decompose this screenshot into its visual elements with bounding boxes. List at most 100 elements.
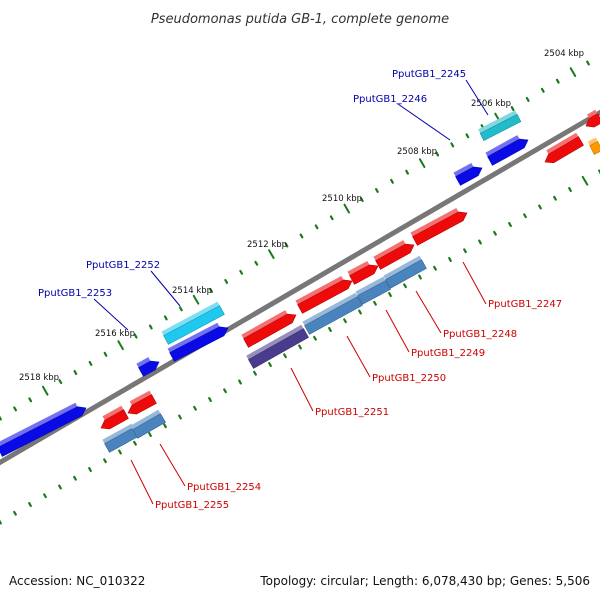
outer-tick <box>88 360 93 366</box>
inner-tick <box>523 213 527 219</box>
gene-label-2248[interactable]: PputGB1_2248 <box>443 329 517 340</box>
leader-line-8 <box>290 367 314 412</box>
inner-tick <box>163 423 167 429</box>
inner-tick <box>43 493 47 499</box>
inner-tick <box>88 467 92 472</box>
inner-tick <box>448 257 452 262</box>
gene-2248[interactable] <box>383 255 427 289</box>
outer-tick <box>58 379 63 385</box>
inner-tick <box>328 327 332 332</box>
cds-edge-orange-front-face <box>589 141 600 155</box>
inner-tick <box>268 362 272 367</box>
cds-edge-red-2-front-face <box>585 113 600 128</box>
cds-2254[interactable] <box>127 390 157 415</box>
cds-2246[interactable] <box>453 163 483 186</box>
inner-tick <box>13 510 17 516</box>
inner-tick <box>493 230 497 236</box>
cds-2247[interactable] <box>410 208 468 246</box>
gene-2245-top-face <box>478 110 518 134</box>
cds-edge-red-front-face <box>544 136 584 164</box>
gene-2252[interactable] <box>161 301 225 345</box>
inner-tick <box>463 248 467 254</box>
cds-2255[interactable] <box>100 405 129 430</box>
outer-tick <box>179 306 183 312</box>
cds-2249[interactable] <box>347 261 379 285</box>
tick-labels: 2504 kbp 2506 kbp 2508 kbp 2510 kbp 2512… <box>19 49 584 383</box>
gene-label-2252[interactable]: PputGB1_2252 <box>86 260 160 271</box>
cds-2251-front-face <box>243 313 297 348</box>
inner-tick <box>388 292 392 297</box>
outer-tick <box>510 105 515 112</box>
cds-2254-top-face <box>129 390 152 406</box>
gene-2249-top-face <box>355 276 386 296</box>
leader-line-0 <box>465 79 489 116</box>
leader-line-1 <box>397 103 451 141</box>
cds-edge-red-2[interactable] <box>585 109 600 128</box>
inner-tick <box>73 475 77 481</box>
outer-tick <box>268 249 275 259</box>
leader-line-3 <box>93 298 129 331</box>
outer-tick <box>209 288 213 293</box>
outer-tick <box>117 340 124 351</box>
gene-label-2250[interactable]: PputGB1_2250 <box>372 373 446 384</box>
gene-2249[interactable] <box>355 276 391 305</box>
inner-tick <box>598 169 600 175</box>
cds-edge-red-top-face <box>546 132 579 155</box>
gene-label-2249[interactable]: PputGB1_2249 <box>411 348 485 359</box>
cds-large-left-front-face <box>0 406 87 457</box>
leader-line-7 <box>346 335 371 378</box>
tick-label-2508: 2508 kbp <box>397 147 437 157</box>
cds-2250[interactable] <box>295 276 353 314</box>
cds-2248-front-face <box>375 243 415 270</box>
inner-tick <box>433 265 437 271</box>
cds-large-left[interactable] <box>0 402 87 457</box>
cds-2253[interactable] <box>136 357 160 377</box>
gene-label-2251[interactable]: PputGB1_2251 <box>315 407 389 418</box>
gene-2251[interactable] <box>246 324 309 369</box>
gene-label-2246[interactable]: PputGB1_2246 <box>353 94 427 105</box>
cds-2253-front-face <box>138 360 160 377</box>
outer-tick <box>284 242 289 248</box>
gene-2254[interactable] <box>130 409 166 439</box>
inner-tick <box>28 502 32 507</box>
outer-tick <box>343 203 350 214</box>
inner-tick <box>343 318 347 324</box>
gene-features <box>0 109 600 457</box>
inner-tick <box>178 414 182 420</box>
cds-2252-top-face <box>167 322 220 353</box>
gene-2245-front-face <box>479 113 522 142</box>
outer-tick <box>359 197 364 202</box>
leader-line-5 <box>415 290 442 334</box>
gene-2245[interactable] <box>478 110 522 142</box>
cds-2248-top-face <box>373 240 406 261</box>
outer-tick <box>103 351 108 357</box>
gene-label-2245[interactable]: PputGB1_2245 <box>392 69 466 80</box>
cds-2250-top-face <box>295 276 344 305</box>
gene-2251-front-face <box>248 328 309 369</box>
gene-2250[interactable] <box>302 292 363 335</box>
gene-label-2253[interactable]: PputGB1_2253 <box>38 288 112 299</box>
inner-tick <box>223 388 227 394</box>
outer-tick <box>163 315 168 321</box>
cds-edge-red[interactable] <box>544 132 584 164</box>
outer-tick <box>555 78 560 84</box>
cds-2245[interactable] <box>485 135 529 166</box>
inner-tick <box>298 344 302 350</box>
map-title: Pseudomonas putida GB-1, complete genome <box>151 12 449 27</box>
inner-tick <box>193 405 197 411</box>
outer-tick <box>405 169 409 175</box>
tick-label-2504: 2504 kbp <box>544 49 584 59</box>
cds-2250-front-face <box>297 279 353 314</box>
outer-tick <box>329 215 334 221</box>
cds-2248[interactable] <box>373 240 415 270</box>
cds-2249-top-face <box>347 261 370 276</box>
cds-2251[interactable] <box>241 310 297 348</box>
gene-label-2254[interactable]: PputGB1_2254 <box>187 482 261 493</box>
gene-label-2255[interactable]: PputGB1_2255 <box>155 500 229 511</box>
cds-edge-orange[interactable] <box>587 137 600 155</box>
gene-label-2247[interactable]: PputGB1_2247 <box>488 299 562 310</box>
inner-tick <box>553 195 557 201</box>
leader-line-9 <box>159 443 186 487</box>
cds-2245-top-face <box>485 135 520 157</box>
cds-2252[interactable] <box>167 322 229 362</box>
